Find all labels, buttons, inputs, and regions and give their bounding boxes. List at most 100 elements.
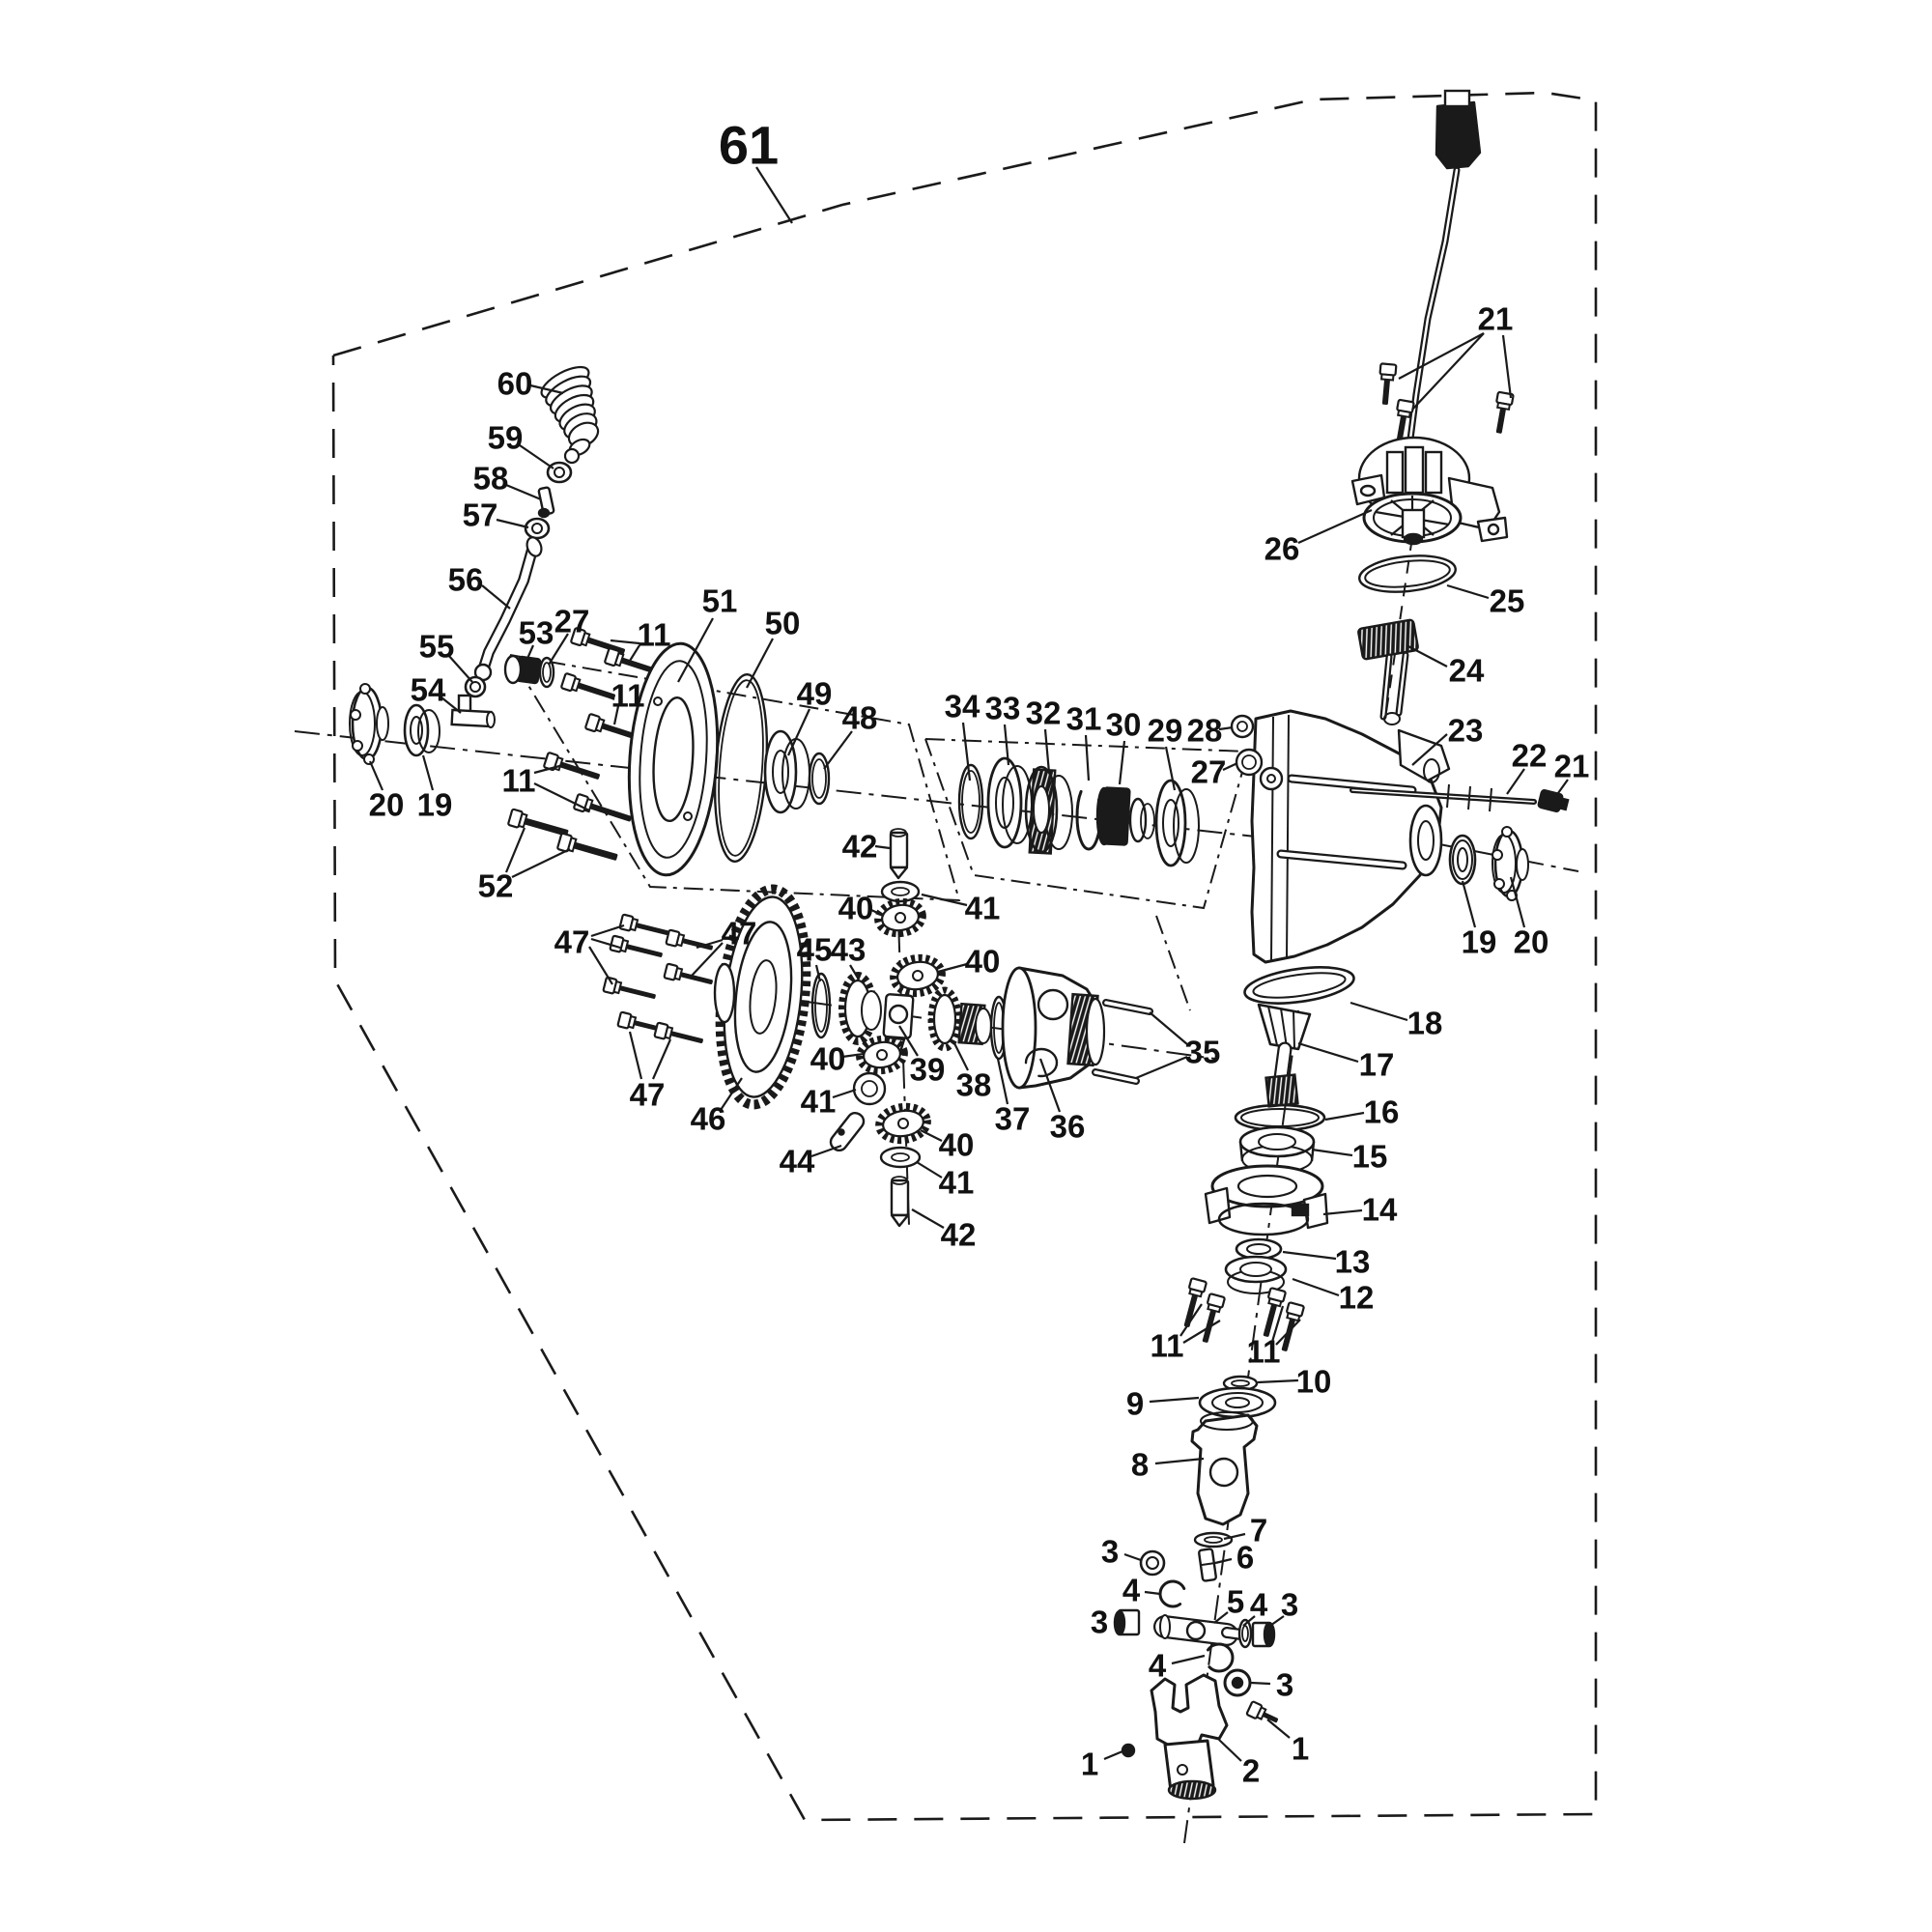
bell-8-top <box>1200 1411 1254 1431</box>
leader-59-17-0 <box>519 444 554 469</box>
leader-47-35-0 <box>590 923 625 938</box>
part-shapes <box>349 89 1570 1801</box>
part-label-45: 45 <box>797 932 833 968</box>
bolt-1b-shaft <box>1263 1712 1279 1723</box>
leader-52-34-1 <box>511 848 571 878</box>
flange-20-left-lobe-1 <box>359 683 371 695</box>
bolt-21-right-tip <box>1555 796 1570 811</box>
gasket-18-inner <box>1252 972 1347 999</box>
set-pin-1a <box>1121 1743 1136 1758</box>
rod-22-tick-2 <box>1467 785 1471 810</box>
leader-8-69-0 <box>1154 1457 1205 1465</box>
part-label-29: 29 <box>1148 713 1183 749</box>
bolt-11-6-shaft <box>589 803 632 822</box>
bolt-11-f2-shaft <box>1281 1319 1295 1351</box>
part-label-1: 1 <box>1081 1747 1098 1782</box>
spider-gear-40b <box>896 960 939 991</box>
part-label-3: 3 <box>1091 1605 1108 1640</box>
part-label-23: 23 <box>1448 713 1484 749</box>
leader-1-81-0 <box>1103 1749 1123 1761</box>
leader-53-23-0 <box>525 644 535 662</box>
side-gear-38-teeth <box>927 986 962 1052</box>
side-gear-43-hub <box>861 990 882 1031</box>
leader-7-70-0 <box>1223 1532 1246 1541</box>
actuator-rib-2 <box>1404 445 1425 495</box>
pin-42-bottom-face <box>891 1176 908 1185</box>
bolt-11-f1 <box>1263 1287 1287 1337</box>
leader-3-79-0 <box>1250 1681 1271 1686</box>
part-label-27: 27 <box>1191 754 1227 790</box>
washer-13-bore <box>1246 1243 1271 1255</box>
leader-41-43-0 <box>921 893 968 907</box>
bolt-47-3 <box>602 976 656 999</box>
leader-25-3-0 <box>1446 583 1490 600</box>
o-ring-34-inner <box>961 770 980 834</box>
flange-20-left-hub <box>376 706 389 741</box>
leader-3-73-0 <box>1123 1552 1142 1562</box>
part-label-30: 30 <box>1106 707 1142 743</box>
chain-box-shaft-row <box>924 738 1250 910</box>
bolt-47-4 <box>665 928 714 951</box>
leader-22-6-0 <box>1506 768 1525 795</box>
bolt-11-e1-shaft <box>1183 1294 1198 1327</box>
leader-46-38-0 <box>720 1077 743 1111</box>
leader-15-61-0 <box>1311 1148 1353 1157</box>
axis-actuator <box>1384 536 1413 720</box>
bolt-21-2 <box>1396 398 1415 441</box>
carrier-14-wing-left <box>1204 1186 1232 1225</box>
part-label-14: 14 <box>1362 1192 1398 1228</box>
leader-4-74-0 <box>1144 1590 1161 1596</box>
part-label-40: 40 <box>939 1127 975 1163</box>
ring-gear-46-face <box>749 959 778 1035</box>
part-label-22: 22 <box>1512 738 1548 774</box>
spring-24-fork-2-core <box>1397 653 1407 715</box>
carrier-14-top <box>1210 1164 1324 1208</box>
part-label-47: 47 <box>722 916 757 952</box>
bearing-32-front <box>1024 765 1059 854</box>
part-label-7: 7 <box>1250 1513 1267 1548</box>
flange-20-right-lobe-1 <box>1501 826 1513 838</box>
leader-6-71-0 <box>1214 1557 1233 1565</box>
carrier-14-bore <box>1236 1174 1298 1199</box>
leader-55-21-0 <box>447 654 473 683</box>
ring-28-bore <box>1236 721 1248 732</box>
leader-39-51-0 <box>898 1025 919 1057</box>
housing-snout-bore <box>1417 820 1435 861</box>
part-label-15: 15 <box>1352 1139 1388 1175</box>
leader-12-64-0 <box>1292 1277 1340 1297</box>
seal-9-bore <box>1225 1397 1250 1408</box>
actuator-rib-1 <box>1385 450 1405 495</box>
o-ring-34 <box>957 763 984 840</box>
leader-4-75-0 <box>1242 1615 1256 1627</box>
leader-40-48-0 <box>920 1129 943 1142</box>
pin-6-line <box>1201 1562 1216 1566</box>
leader-40-44-0 <box>937 962 968 974</box>
clip-4c <box>1204 1642 1235 1673</box>
spider-block-39 <box>882 993 915 1039</box>
ring-55 <box>464 675 487 698</box>
part-label-21: 21 <box>1478 301 1514 337</box>
leader-28-8-0 <box>1218 725 1234 731</box>
seal-19-right-bore <box>1457 847 1468 872</box>
plug-53-face <box>503 654 523 685</box>
part-label-11: 11 <box>611 678 645 714</box>
part-label-34: 34 <box>945 689 980 724</box>
leader-41-49-0 <box>916 1161 943 1179</box>
part-label-3: 3 <box>1281 1587 1298 1623</box>
leader-5-72-0 <box>1213 1611 1229 1624</box>
leader-11-25-0 <box>610 639 640 645</box>
bolt-21-1-shaft <box>1381 379 1390 405</box>
part-label-11: 11 <box>638 617 671 653</box>
spring-24 <box>1357 618 1419 661</box>
bolt-21-2-flange <box>1397 409 1412 419</box>
part-label-3: 3 <box>1101 1534 1119 1570</box>
leader-1-82-0 <box>1266 1719 1291 1739</box>
pin-42-bottom-taper <box>890 1213 910 1228</box>
leader-23-5-0 <box>1411 733 1448 766</box>
washer-7 <box>1193 1531 1234 1548</box>
part-label-50: 50 <box>765 606 801 641</box>
bearing-32-bore <box>1033 785 1050 834</box>
housing-hole-inner <box>1266 774 1276 783</box>
leader-31-13-0 <box>1084 734 1091 781</box>
